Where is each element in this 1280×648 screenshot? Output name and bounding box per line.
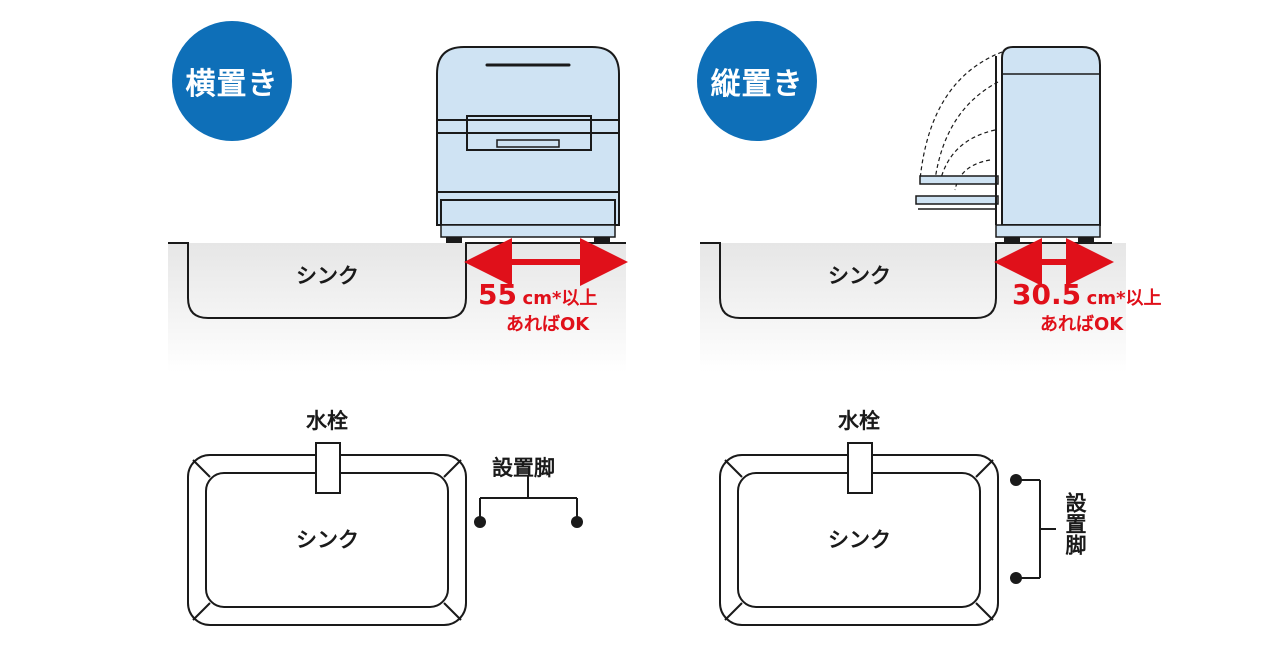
clearance-note: あればOK xyxy=(1040,314,1124,335)
clearance-unit: cm*以上 xyxy=(1086,288,1162,309)
feet-label: 設置脚 xyxy=(492,456,555,480)
sink-side-label: シンク xyxy=(828,264,891,288)
faucet-label: 水栓 xyxy=(838,409,880,433)
horizontal-badge: 横置き xyxy=(172,21,292,141)
clearance-label: 30.5 cm*以上 xyxy=(1012,278,1162,311)
sink-cross-section xyxy=(168,242,626,319)
sink-top-label: シンク xyxy=(296,528,359,552)
vertical-side-view xyxy=(700,46,1126,373)
faucet-label: 水栓 xyxy=(306,409,348,433)
dishwasher-front xyxy=(436,46,620,243)
clearance-value: 30.5 xyxy=(1012,278,1082,311)
faucet-mark xyxy=(847,442,873,494)
sink-side-label: シンク xyxy=(296,264,359,288)
vertical-badge: 縦置き xyxy=(697,21,817,141)
faucet-mark xyxy=(315,442,341,494)
dishwasher-side xyxy=(915,46,1101,243)
horizontal-top-view xyxy=(187,442,583,626)
clearance-unit: cm*以上 xyxy=(522,288,598,309)
clearance-label: 55 cm*以上 xyxy=(478,278,597,311)
clearance-note: あればOK xyxy=(506,314,590,335)
foot-dot xyxy=(1010,474,1022,486)
sink-cross-section xyxy=(700,242,1112,319)
foot-dot xyxy=(474,516,486,528)
vertical-top-view xyxy=(719,442,1056,626)
horizontal-side-view xyxy=(168,46,628,373)
foot-dot xyxy=(1010,572,1022,584)
sink-top-label: シンク xyxy=(828,528,891,552)
clearance-value: 55 xyxy=(478,278,517,311)
foot-dot xyxy=(571,516,583,528)
feet-label: 設置脚 xyxy=(1063,492,1087,555)
